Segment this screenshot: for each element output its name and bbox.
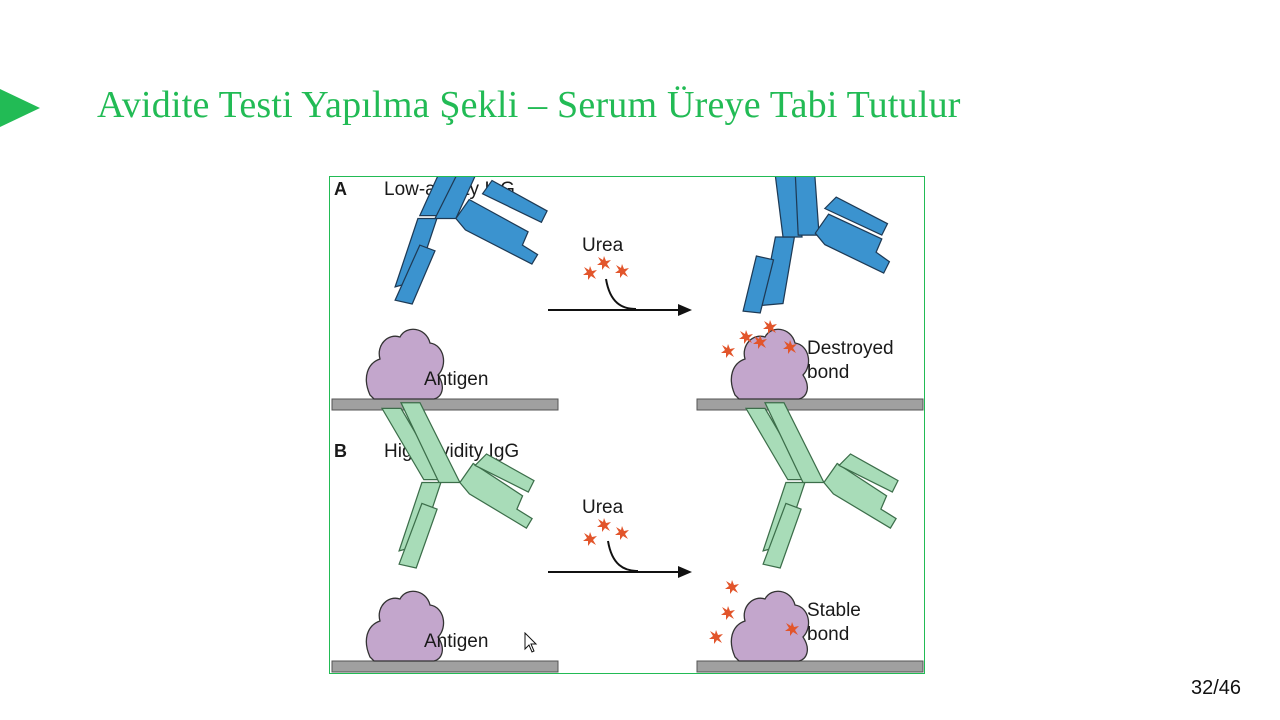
panel-a-letter: A: [334, 179, 347, 199]
urea-label-a: Urea: [582, 235, 624, 256]
destroyed-bond-label-2: bond: [807, 362, 849, 383]
arrowhead-a-icon: [678, 304, 692, 316]
panel-b-letter: B: [334, 441, 347, 461]
stable-bond-label-1: Stable: [807, 600, 861, 621]
high-avidity-antibody-left: [380, 402, 535, 569]
arrowhead-b-icon: [678, 566, 692, 578]
urea-label-b: Urea: [582, 497, 624, 518]
antigen-a-label: Antigen: [424, 369, 488, 390]
urea-curve-a: [605, 278, 637, 310]
slide-title: Avidite Testi Yapılma Şekli – Serum Ürey…: [97, 84, 961, 126]
destroyed-bond-label-1: Destroyed: [807, 338, 894, 359]
stable-bond-label-2: bond: [807, 624, 849, 645]
avidity-diagram: A Low-avidity IgG Antigen Urea: [329, 176, 925, 674]
surface-b-left: [331, 660, 559, 673]
low-avidity-antibody-left: [394, 177, 548, 305]
urea-stars-a: [583, 256, 629, 280]
surface-b-right: [696, 660, 924, 673]
low-avidity-antibody-detached: [742, 177, 891, 314]
antigen-b-right: [730, 590, 810, 662]
surface-a-left: [331, 398, 559, 411]
high-avidity-antibody-right: [744, 402, 899, 569]
antigen-a-right: [730, 328, 810, 400]
mouse-pointer-icon: [524, 632, 538, 653]
surface-a-right: [696, 398, 924, 411]
triangle-bullet-icon: [0, 89, 40, 127]
urea-curve-b: [607, 540, 639, 572]
urea-stars-b: [583, 518, 629, 546]
antigen-b-label: Antigen: [424, 631, 488, 652]
page-number: 32/46: [1191, 677, 1242, 699]
